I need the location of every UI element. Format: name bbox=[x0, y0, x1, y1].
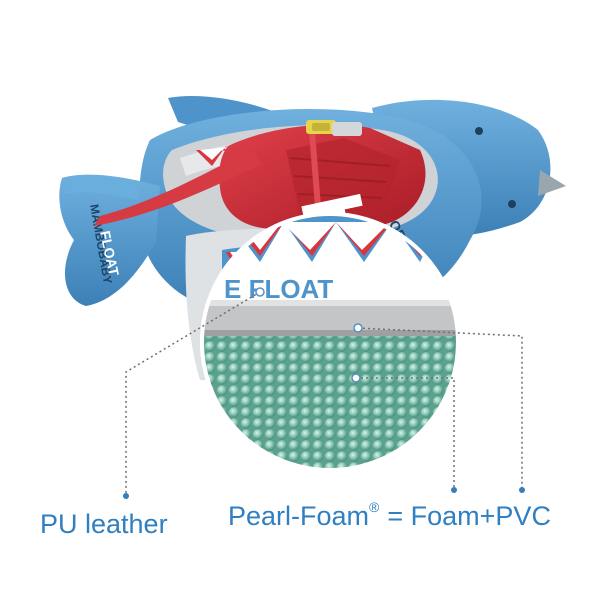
anchor-dots bbox=[123, 287, 525, 499]
harness-seat bbox=[94, 120, 426, 233]
registered-mark: ® bbox=[369, 499, 380, 515]
pearl-foam-label: Pearl-Foam® = Foam+PVC bbox=[228, 500, 551, 531]
pu-leather-label: PU leather bbox=[40, 509, 168, 539]
pearl-foam-formula: = Foam+PVC bbox=[387, 501, 551, 531]
leader-lines bbox=[125, 291, 523, 496]
shark-tail: MAMBOBABY FLOAT bbox=[59, 174, 160, 306]
lens-print: E FLOAT bbox=[224, 274, 333, 304]
pearl-foam-name: Pearl-Foam bbox=[228, 501, 370, 531]
